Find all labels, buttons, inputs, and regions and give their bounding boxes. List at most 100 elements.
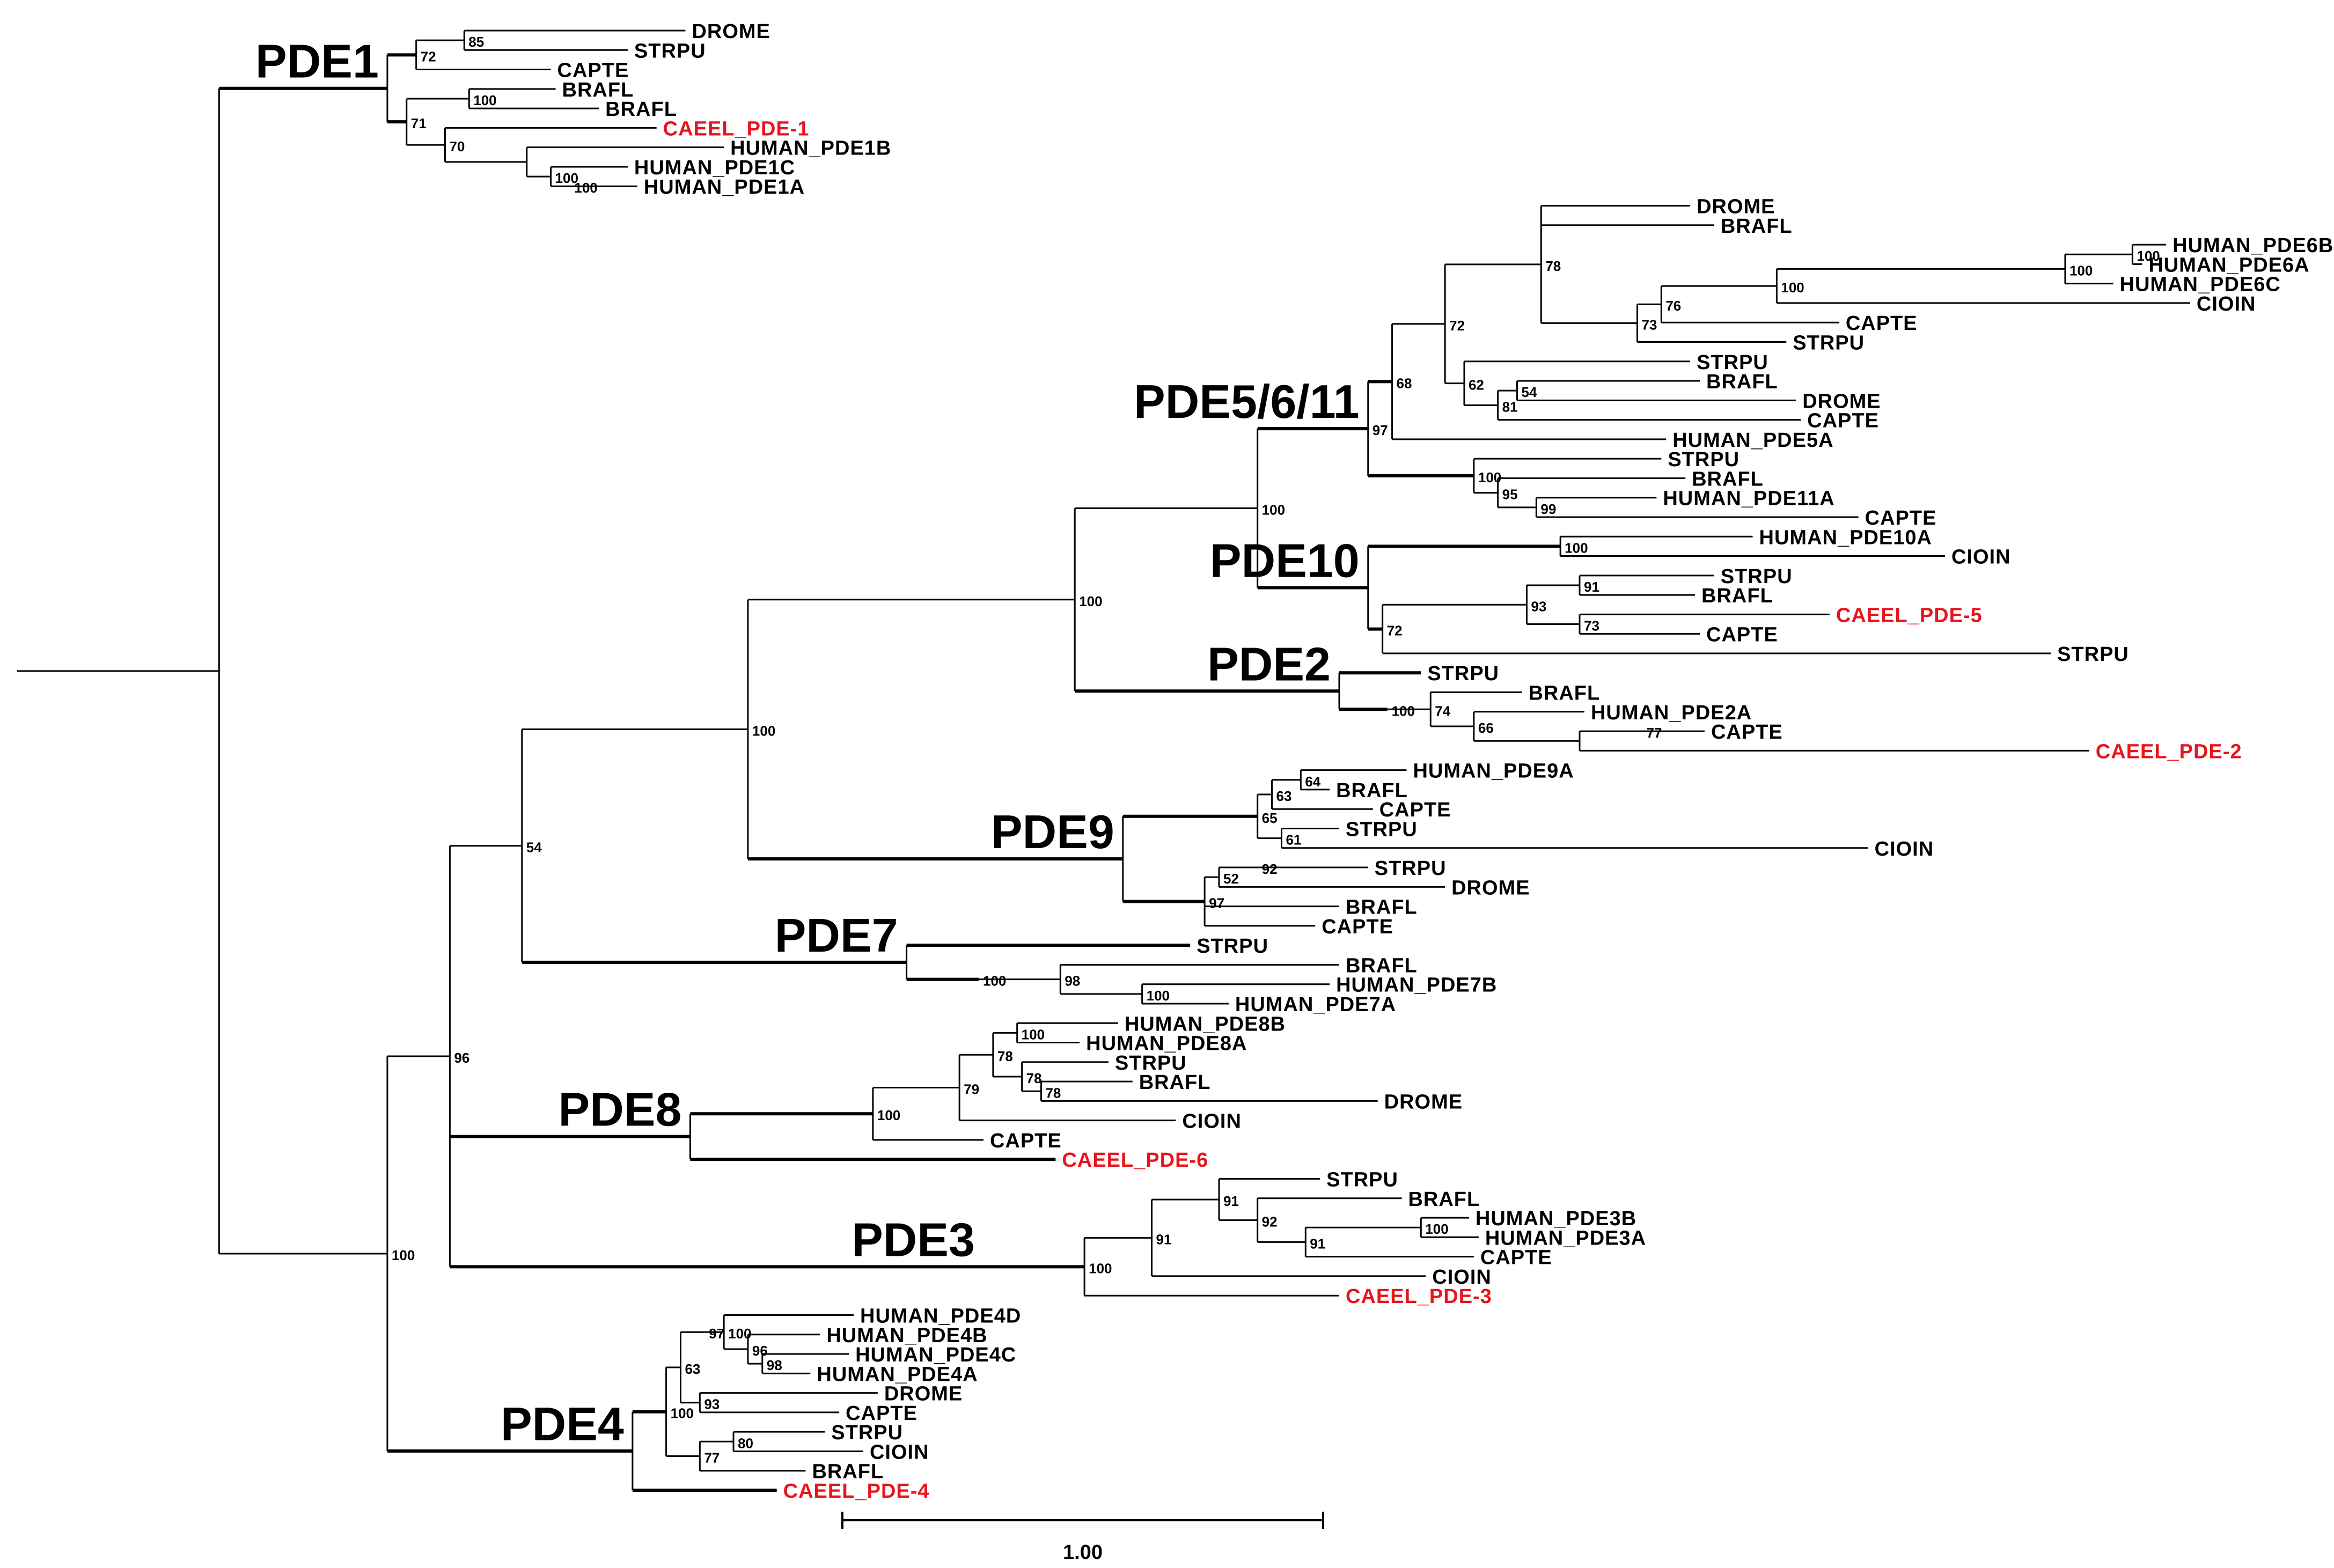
leaf-label: STRPU [1115,1052,1187,1074]
leaf-label: HUMAN_PDE3A [1485,1227,1646,1249]
bootstrap-value: 61 [1286,832,1301,848]
leaf-label: BRAFL [1346,896,1418,919]
bootstrap-value: 81 [1502,399,1518,415]
bootstrap-value: 52 [1223,871,1239,887]
bootstrap-value: 91 [1156,1231,1172,1247]
family-label: PDE2 [1207,637,1331,690]
bootstrap-value: 73 [1584,618,1599,634]
family-label: PDE1 [255,35,379,88]
bootstrap-value: 100 [1089,1260,1112,1276]
bootstrap-value: 85 [468,34,484,50]
leaf-label: BRAFL [1692,468,1764,490]
leaf-label: BRAFL [1346,954,1418,977]
leaf-label: HUMAN_PDE6A [2148,254,2309,276]
leaf-label: STRPU [1375,857,1447,880]
leaf-label: CAPTE [846,1402,918,1425]
bootstrap-value: 74 [1435,703,1450,719]
leaf-label: HUMAN_PDE4A [817,1363,978,1386]
leaf-label: STRPU [2057,643,2129,666]
leaf-label: BRAFL [1706,371,1778,393]
leaf-label: STRPU [1697,351,1768,374]
bootstrap-value: 71 [411,115,427,131]
leaf-label: DROME [1451,877,1530,899]
bootstrap-value: 96 [752,1343,768,1359]
leaf-label: HUMAN_PDE1C [634,157,795,179]
bootstrap-value: 78 [1545,258,1561,274]
bootstrap-value: 79 [964,1081,979,1097]
bootstrap-value: 63 [685,1361,700,1377]
leaf-label: CAPTE [1379,799,1451,821]
leaf-label: HUMAN_PDE7A [1235,993,1396,1016]
leaf-label: DROME [1697,196,1775,218]
bootstrap-value: 96 [454,1050,469,1066]
bootstrap-value: 97 [1372,422,1388,438]
leaf-label: STRPU [1326,1169,1398,1191]
leaf-label: DROME [1802,390,1881,413]
leaf-label: STRPU [831,1422,903,1444]
bootstrap-value: 63 [1276,788,1292,804]
leaf-label: CIOIN [1432,1266,1492,1289]
bootstrap-value: 98 [767,1357,782,1373]
scale-bar-label: 1.00 [1063,1541,1103,1564]
bootstrap-value: 95 [1502,487,1518,503]
bootstrap-value: 78 [997,1048,1013,1064]
bootstrap-value: 65 [1262,810,1278,826]
leaf-label: CIOIN [1182,1110,1242,1133]
leaf-label: HUMAN_PDE1B [730,137,891,160]
leaf-label: CAPTE [1711,721,1783,743]
leaf-label: HUMAN_PDE8B [1125,1013,1286,1035]
leaf-label: HUMAN_PDE4D [860,1305,1021,1327]
bootstrap-value: 100 [574,180,597,196]
leaf-label: STRPU [1668,448,1740,471]
leaf-label: CAEEL_PDE-6 [1062,1149,1208,1172]
leaf-label: CAPTE [990,1130,1062,1152]
bootstrap-value: 92 [1262,1214,1278,1230]
leaf-label: HUMAN_PDE11A [1663,488,1834,510]
bootstrap-value: 100 [671,1405,694,1422]
leaf-label: BRAFL [562,79,634,101]
leaf-label: BRAFL [1139,1071,1211,1094]
bootstrap-value: 68 [1397,375,1412,391]
bootstrap-value: 100 [1565,540,1588,556]
family-label: PDE9 [991,805,1114,858]
leaf-label: DROME [884,1383,963,1405]
leaf-label: HUMAN_PDE2A [1591,702,1752,724]
family-label: PDE7 [775,909,898,962]
bootstrap-value: 100 [2137,248,2160,264]
bootstrap-value: 72 [1387,623,1403,639]
bootstrap-value: 97 [709,1326,724,1342]
bootstrap-value: 77 [704,1450,720,1466]
bootstrap-value: 100 [1262,502,1285,518]
leaf-label: CAEEL_PDE-1 [663,117,810,140]
leaf-label: CAPTE [1322,916,1393,938]
leaf-label: CAEEL_PDE-4 [783,1480,930,1503]
leaf-label: BRAFL [1721,215,1793,238]
bootstrap-value: 93 [704,1396,720,1412]
leaf-label: HUMAN_PDE6C [2120,274,2281,296]
leaf-label: CAPTE [1706,624,1778,646]
tree-edges [17,30,2190,1492]
leaf-label: STRPU [634,40,706,62]
family-label: PDE3 [852,1213,975,1266]
leaf-label: CIOIN [870,1441,929,1463]
leaf-label: STRPU [1346,818,1418,841]
leaf-label: CAPTE [1480,1247,1552,1269]
bootstrap-value: 91 [1584,579,1599,595]
bootstrap-value: 76 [1665,298,1681,314]
bootstrap-value: 77 [1646,725,1662,741]
leaf-label: CAEEL_PDE-5 [1836,604,1983,627]
bootstrap-value: 99 [1540,501,1556,517]
leaf-label: BRAFL [605,98,677,121]
leaf-label: STRPU [1721,565,1793,588]
bootstrap-value: 100 [1147,988,1170,1004]
bootstrap-value: 100 [983,973,1006,989]
leaf-label: STRPU [1427,662,1499,685]
bootstrap-value: 97 [1209,895,1224,911]
family-label: PDE4 [501,1397,624,1451]
leaf-label: DROME [692,20,770,43]
bootstrap-value: 100 [1392,703,1415,719]
bootstrap-value: 78 [1045,1085,1061,1101]
leaf-label: HUMAN_PDE9A [1413,760,1574,783]
bootstrap-value: 100 [1022,1026,1045,1042]
leaf-label: STRPU [1197,935,1268,958]
